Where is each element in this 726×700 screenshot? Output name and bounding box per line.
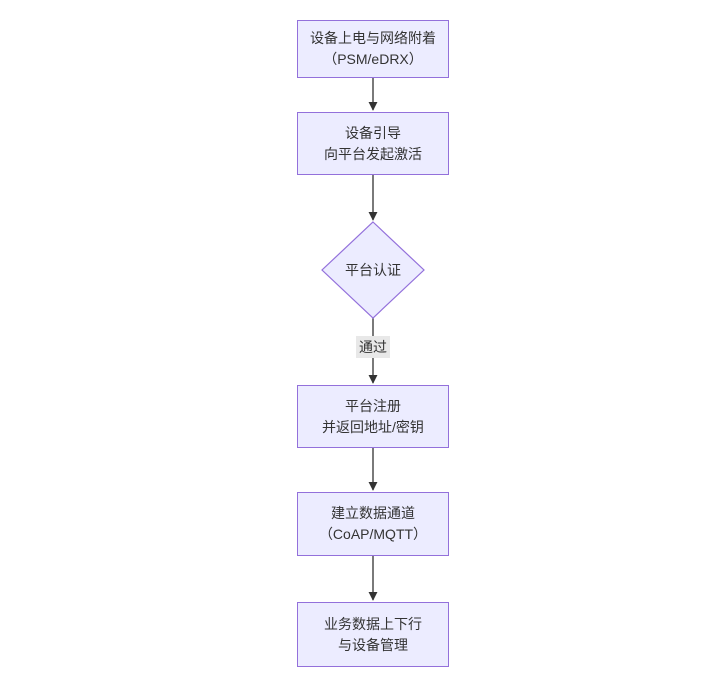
node-data-channel-label: 建立数据通道 （CoAP/MQTT）	[318, 505, 428, 542]
node-platform-register: 平台注册 并返回地址/密钥	[297, 385, 449, 448]
node-platform-register-label: 平台注册 并返回地址/密钥	[322, 397, 424, 435]
node-power-attach-label: 设备上电与网络附着 （PSM/eDRX）	[310, 30, 436, 67]
node-business-data-label: 业务数据上下行 与设备管理	[324, 615, 422, 653]
edge-label-pass: 通过	[356, 336, 390, 358]
node-bootstrap: 设备引导 向平台发起激活	[297, 112, 449, 175]
node-business-data: 业务数据上下行 与设备管理	[297, 602, 449, 667]
node-bootstrap-label: 设备引导 向平台发起激活	[324, 124, 422, 162]
node-platform-auth-shape	[321, 221, 425, 319]
node-platform-auth-label: 平台认证	[345, 262, 401, 278]
node-data-channel: 建立数据通道 （CoAP/MQTT）	[297, 492, 449, 556]
node-power-attach: 设备上电与网络附着 （PSM/eDRX）	[297, 20, 449, 78]
